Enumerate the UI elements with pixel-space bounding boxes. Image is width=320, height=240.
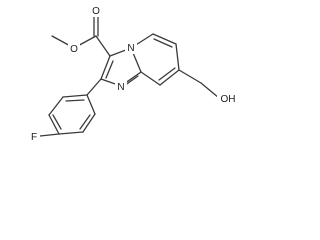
atom-label-hydroxyl: OH (221, 94, 236, 105)
bond-phenyl-4 (48, 114, 60, 135)
bond-phenyl-2 (82, 113, 96, 133)
bond-phenyl-5 (48, 96, 64, 116)
atom-label-bridgehead-nitrogen: N (127, 43, 134, 54)
bond-c8-c8a (140, 71, 161, 86)
atom-label-carbonyl-oxygen: O (92, 6, 100, 17)
bond-phenyl-4-inner (52, 114, 62, 130)
atom-label-ester-oxygen: O (70, 44, 78, 55)
bond-c6-c7 (175, 43, 180, 71)
atom-labels: O O N N F OH (28, 4, 239, 143)
atom-label-fluorine: F (31, 132, 37, 143)
bond-c2-phenyl (86, 78, 102, 96)
bond-c5-c6-a (152, 33, 177, 45)
atom-label-imine-nitrogen: N (117, 82, 124, 93)
bond-ch2-oh (200, 82, 220, 99)
bond-phenyl-6-inner (65, 99, 85, 102)
bond-c7-c8-b (158, 67, 176, 81)
bond-c5-c6-b (153, 38, 173, 48)
bond-c2-c3-a (100, 55, 111, 80)
bonds (39, 14, 220, 137)
bond-c2-c3-b (105, 60, 114, 79)
bond-c3-carbonyl (95, 35, 111, 57)
bond-phenyl-fluorine (39, 133, 60, 137)
bond-phenyl-6 (62, 94, 88, 98)
bond-c7-ch2 (178, 69, 202, 84)
bond-phenyl-1 (86, 94, 96, 115)
bond-c7-c8-a (159, 69, 180, 86)
bond-phenyl-2-inner (79, 114, 91, 130)
bond-phenyl-3 (58, 131, 84, 135)
molecule-structure: O O N N F OH (28, 4, 239, 143)
